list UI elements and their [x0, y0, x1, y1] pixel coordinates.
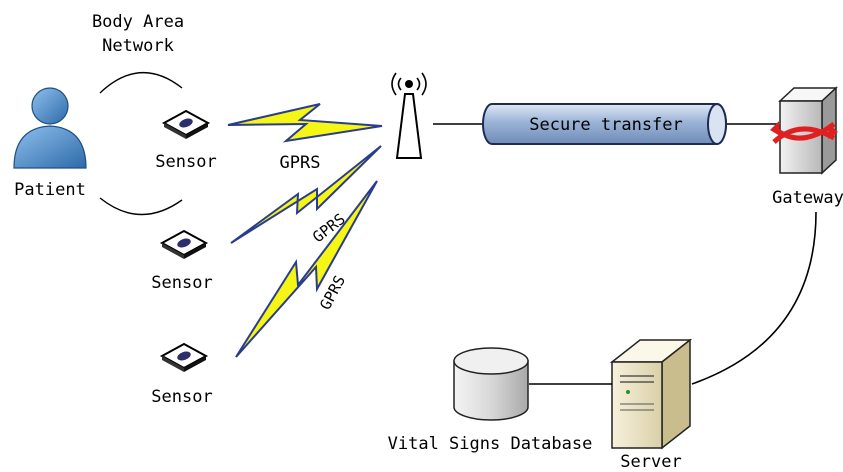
- lightning-link-2: [230, 145, 382, 244]
- lightning-link-1: [227, 103, 383, 143]
- sensor-icon: [159, 342, 209, 372]
- person-icon: [13, 87, 87, 169]
- sensor-label-2: Sensor: [151, 273, 212, 293]
- server-label: Server: [620, 452, 681, 472]
- sensor-icon: [161, 109, 211, 139]
- database-icon: [453, 347, 529, 421]
- network-arc-bottom: [99, 197, 183, 216]
- gateway-icon: [770, 86, 838, 175]
- sensor-label-1: Sensor: [155, 152, 216, 172]
- sensor-label-3: Sensor: [151, 387, 212, 407]
- gprs-label-1: GPRS: [280, 153, 321, 173]
- sensor-icon: [159, 229, 209, 259]
- database-label: Vital Signs Database: [388, 434, 593, 454]
- antenna-icon: [391, 72, 427, 159]
- network-title-line1: Body Area: [92, 12, 184, 32]
- connector-gateway-server: [691, 211, 817, 385]
- gateway-label: Gateway: [772, 188, 843, 208]
- network-title-line2: Network: [102, 36, 174, 56]
- server-icon: [609, 338, 693, 450]
- network-arc-top: [99, 72, 183, 94]
- secure-transfer-label: Secure transfer: [529, 115, 683, 135]
- patient-label: Patient: [14, 180, 86, 200]
- lightning-link-3: [235, 180, 378, 358]
- secure-transfer-tube: [482, 103, 727, 145]
